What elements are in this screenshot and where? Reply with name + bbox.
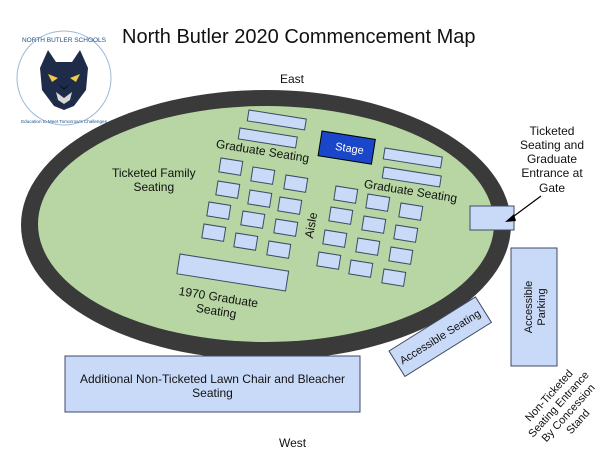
ticketed-gate-line3: Graduate — [526, 152, 578, 167]
field-oval — [38, 106, 494, 342]
gate-arrow — [509, 195, 542, 220]
grad-1970-bench — [176, 253, 290, 292]
family-seat — [277, 196, 303, 215]
family-seat — [328, 206, 354, 225]
gate-arrow-head — [505, 214, 516, 222]
family-seat — [322, 229, 348, 248]
family-seat — [381, 268, 407, 287]
svg-text:NORTH BUTLER SCHOOLS: NORTH BUTLER SCHOOLS — [22, 37, 107, 44]
ticketed-gate-line5: Gate — [538, 180, 565, 195]
graduate-bench — [381, 166, 442, 188]
ticketed-family-label: Ticketed Family Seating — [112, 166, 196, 194]
accessible-parking-label-line2: Parking — [536, 288, 548, 325]
family-seat — [218, 157, 244, 176]
entrance-gate-box — [469, 205, 515, 231]
accessible-seating-area — [388, 296, 493, 378]
school-logo: NORTH BUTLER SCHOOLS Education to Meet T… — [16, 30, 112, 126]
lawn-bleacher-line2: Seating — [192, 386, 233, 401]
family-seat — [361, 215, 387, 234]
ticketed-family-line2: Seating — [133, 180, 175, 195]
ticketed-gate-line1: Ticketed — [529, 124, 575, 138]
family-seat — [206, 201, 232, 220]
graduate-bench — [382, 147, 443, 169]
family-seat — [215, 180, 241, 199]
family-seat — [250, 166, 276, 185]
stage-label: Stage — [334, 141, 364, 157]
accessible-parking-area — [510, 247, 558, 367]
family-seat — [316, 251, 342, 270]
aisle-label: Aisle — [302, 211, 320, 239]
east-label: East — [280, 72, 305, 86]
graduate-bench — [246, 109, 307, 131]
family-seat — [273, 218, 299, 237]
page-title: North Butler 2020 Commencement Map — [122, 26, 476, 48]
family-seat — [393, 224, 419, 243]
family-seat — [247, 189, 273, 208]
family-seat — [201, 223, 227, 242]
family-seat — [365, 193, 391, 212]
svg-text:Education to Meet Tomorrow's C: Education to Meet Tomorrow's Challenges — [21, 119, 108, 124]
family-seat — [388, 246, 414, 265]
family-seat — [233, 232, 259, 251]
stage — [317, 130, 376, 165]
family-seat — [266, 240, 292, 259]
west-label: West — [279, 436, 307, 450]
ticketed-gate-line2: Seating and — [519, 138, 585, 153]
accessible-parking-label-line1: Accessible — [523, 281, 535, 334]
family-seat — [355, 237, 381, 256]
lawn-bleacher-label: Additional Non-Ticketed Lawn Chair and B… — [65, 372, 360, 400]
family-seat — [283, 174, 309, 193]
lawn-bleacher-area — [64, 355, 361, 413]
family-seat — [398, 202, 424, 221]
lawn-bleacher-line1: Additional Non-Ticketed Lawn Chair and B… — [79, 372, 346, 386]
ticketed-gate-line4: Entrance at — [521, 166, 583, 181]
graduate-bench — [237, 127, 298, 149]
family-seat — [348, 259, 374, 278]
family-seat — [240, 210, 266, 229]
ticketed-gate-label: Ticketed Seating and Graduate Entrance a… — [506, 124, 598, 195]
family-seat — [333, 185, 359, 204]
ticketed-family-line1: Ticketed Family — [112, 166, 196, 180]
